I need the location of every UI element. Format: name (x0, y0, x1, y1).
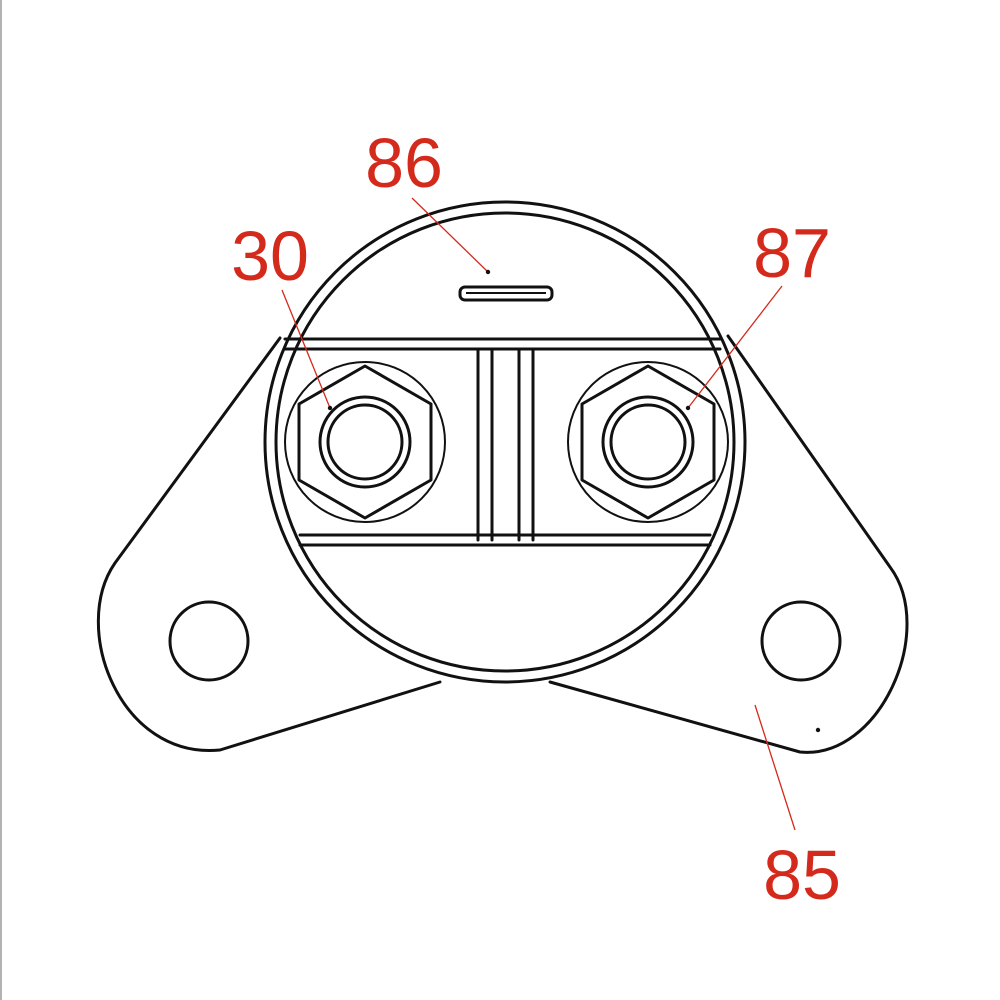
right-mounting-hole (760, 600, 842, 682)
leader-86 (411, 197, 489, 273)
terminal-30-stud (284, 361, 446, 523)
terminal-label-87: 87 (753, 214, 831, 292)
leader-dot-86 (485, 269, 491, 275)
terminal-label-30: 30 (231, 217, 309, 295)
terminal-plate (283, 337, 722, 547)
leader-dot-87 (685, 405, 691, 411)
leader-30 (281, 289, 331, 409)
leader-85 (754, 704, 796, 831)
left-mounting-hole (168, 600, 250, 682)
leader-lines (281, 197, 821, 831)
leader-dot-30 (327, 405, 333, 411)
leader-87 (687, 285, 783, 409)
terminal-87-stud (567, 361, 729, 523)
relay-body (263, 200, 747, 684)
terminal-label-86: 86 (365, 124, 443, 202)
mounting-flange (97, 334, 909, 754)
terminal-label-85: 85 (763, 836, 841, 914)
terminal-86-spade (458, 285, 554, 302)
leader-dot-85 (815, 727, 821, 733)
